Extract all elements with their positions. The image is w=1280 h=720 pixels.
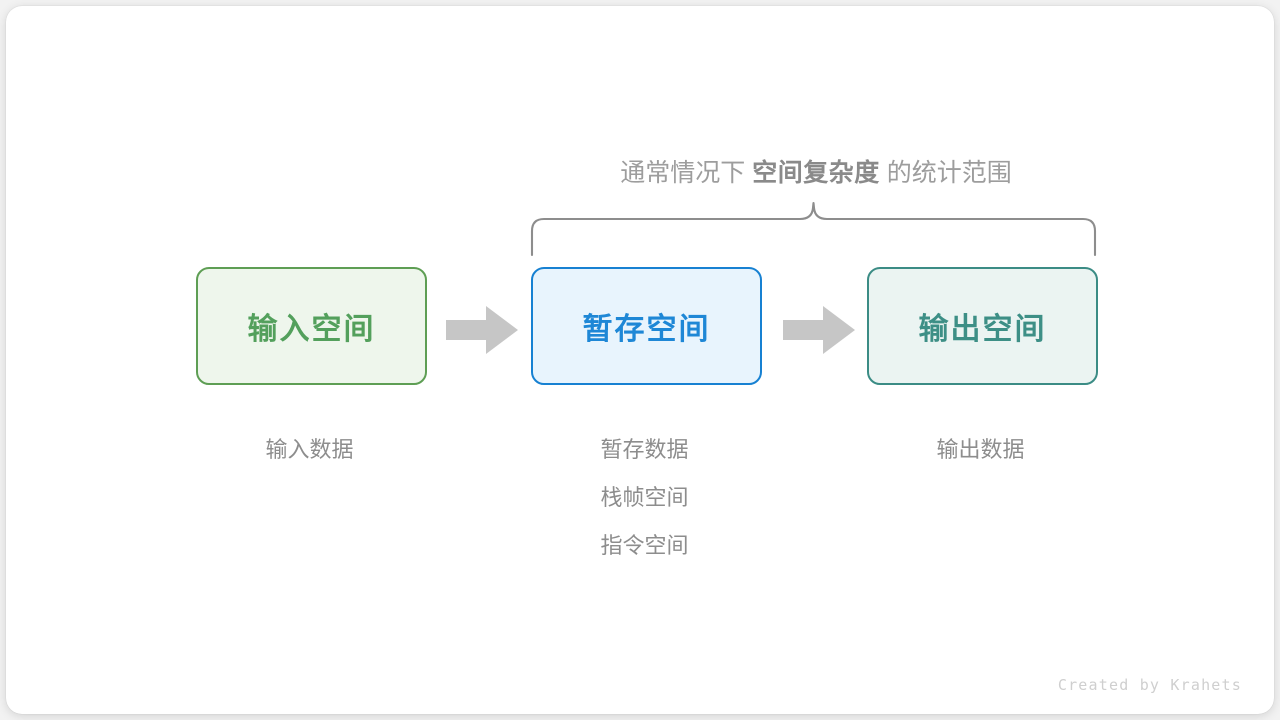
diagram-stage: 通常情况下空间复杂度的统计范围 输入空间 暂存空间 — [6, 6, 1274, 714]
sub-label-item: 输出数据 — [936, 437, 1025, 462]
diagram-canvas: 通常情况下空间复杂度的统计范围 输入空间 暂存空间 — [6, 6, 1274, 714]
brace-caption: 通常情况下空间复杂度的统计范围 — [536, 154, 1096, 192]
caption-prefix: 通常情况下 — [620, 159, 746, 187]
box-output-space[interactable]: 输出空间 — [867, 267, 1098, 385]
caption-emphasis: 空间复杂度 — [752, 159, 880, 187]
brace-icon — [530, 201, 1097, 257]
sub-labels-temp-space: 暂存数据 栈帧空间 指令空间 — [529, 426, 760, 570]
arrow-right-icon — [446, 306, 518, 354]
credit-text: Created by Krahets — [1057, 676, 1242, 694]
arrow-temp-to-output — [783, 306, 855, 354]
box-output-space-label: 输出空间 — [918, 313, 1047, 346]
scope-brace — [522, 199, 1106, 257]
box-temp-space-label: 暂存空间 — [582, 313, 711, 346]
sub-labels-output-space: 输出数据 — [865, 426, 1096, 474]
sub-label-item: 栈帧空间 — [600, 485, 689, 510]
arrow-input-to-temp — [446, 306, 518, 354]
caption-suffix: 的统计范围 — [886, 159, 1012, 187]
box-temp-space[interactable]: 暂存空间 — [531, 267, 762, 385]
arrow-right-icon — [783, 306, 855, 354]
sub-label-item: 输入数据 — [265, 437, 354, 462]
box-input-space-label: 输入空间 — [247, 313, 376, 346]
sub-labels-input-space: 输入数据 — [194, 426, 425, 474]
box-input-space[interactable]: 输入空间 — [196, 267, 427, 385]
sub-label-item: 指令空间 — [600, 533, 689, 558]
sub-label-item: 暂存数据 — [600, 437, 689, 462]
